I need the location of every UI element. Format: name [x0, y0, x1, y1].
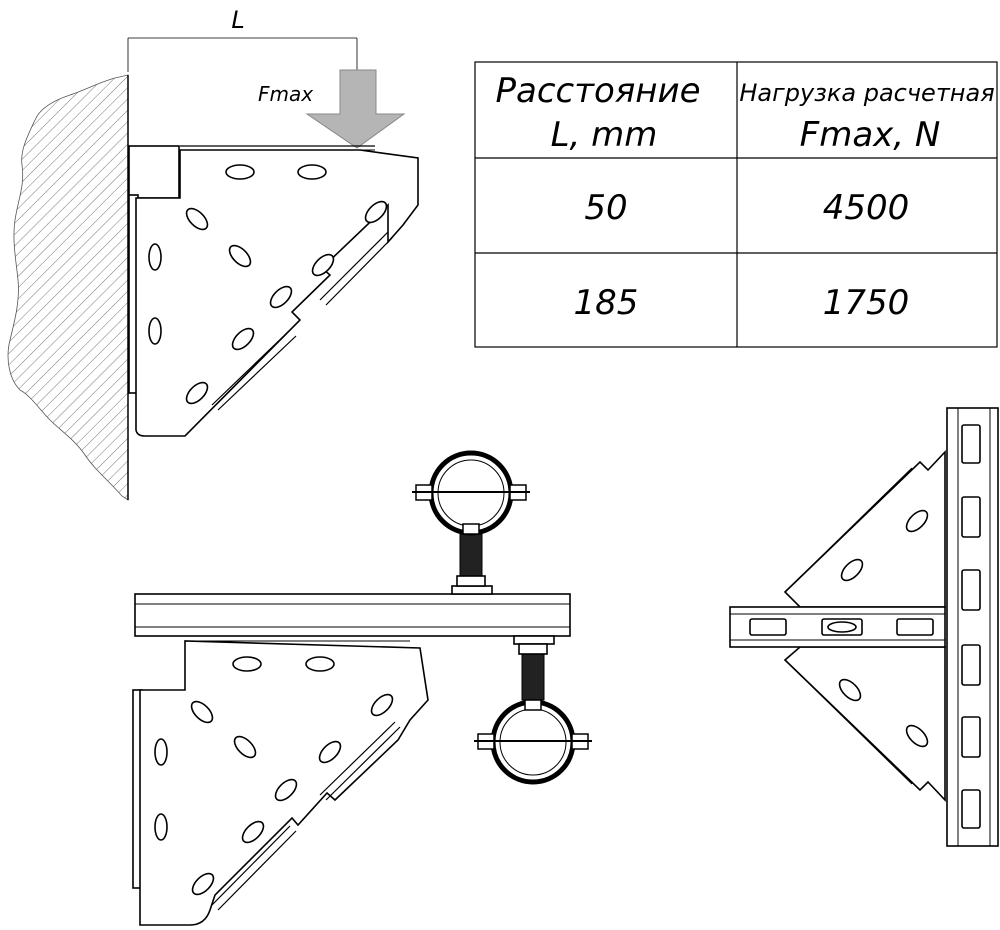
wall-bracket-slots: [148, 164, 388, 405]
table-cell-r2-c1: 185: [574, 283, 639, 323]
force-arrow: Fmax: [258, 69, 406, 149]
pipe-mount-view: [132, 450, 592, 926]
table-cell-r1-c1: 50: [584, 188, 627, 228]
load-table: Расстояние L, mm Нагрузка расчетная Fmax…: [474, 61, 998, 348]
wall-mount-view: L Fmax: [7, 6, 419, 501]
post-mount-view: [729, 407, 999, 847]
force-arrow-shape: [305, 69, 406, 149]
table-header-2-line1: Нагрузка расчетная: [739, 79, 994, 107]
lower-pipe-clamp: [474, 635, 592, 785]
dimension-l: L: [127, 6, 358, 148]
channel-bracket: [132, 640, 429, 926]
wall-bracket: [128, 145, 419, 437]
table-header-1-line2: L, mm: [551, 115, 658, 155]
table-cell-r2-c2: 1750: [823, 283, 910, 323]
dimension-label: L: [231, 6, 244, 34]
table-cell-r1-c2: 4500: [823, 188, 910, 228]
channel-bracket-slots: [154, 656, 394, 896]
force-label: Fmax: [258, 82, 313, 106]
table-header-1-line1: Расстояние: [495, 71, 700, 111]
table-header-2-line2: Fmax, N: [800, 115, 941, 155]
wall-hatch: [7, 74, 129, 501]
upper-pipe-clamp: [412, 450, 530, 595]
